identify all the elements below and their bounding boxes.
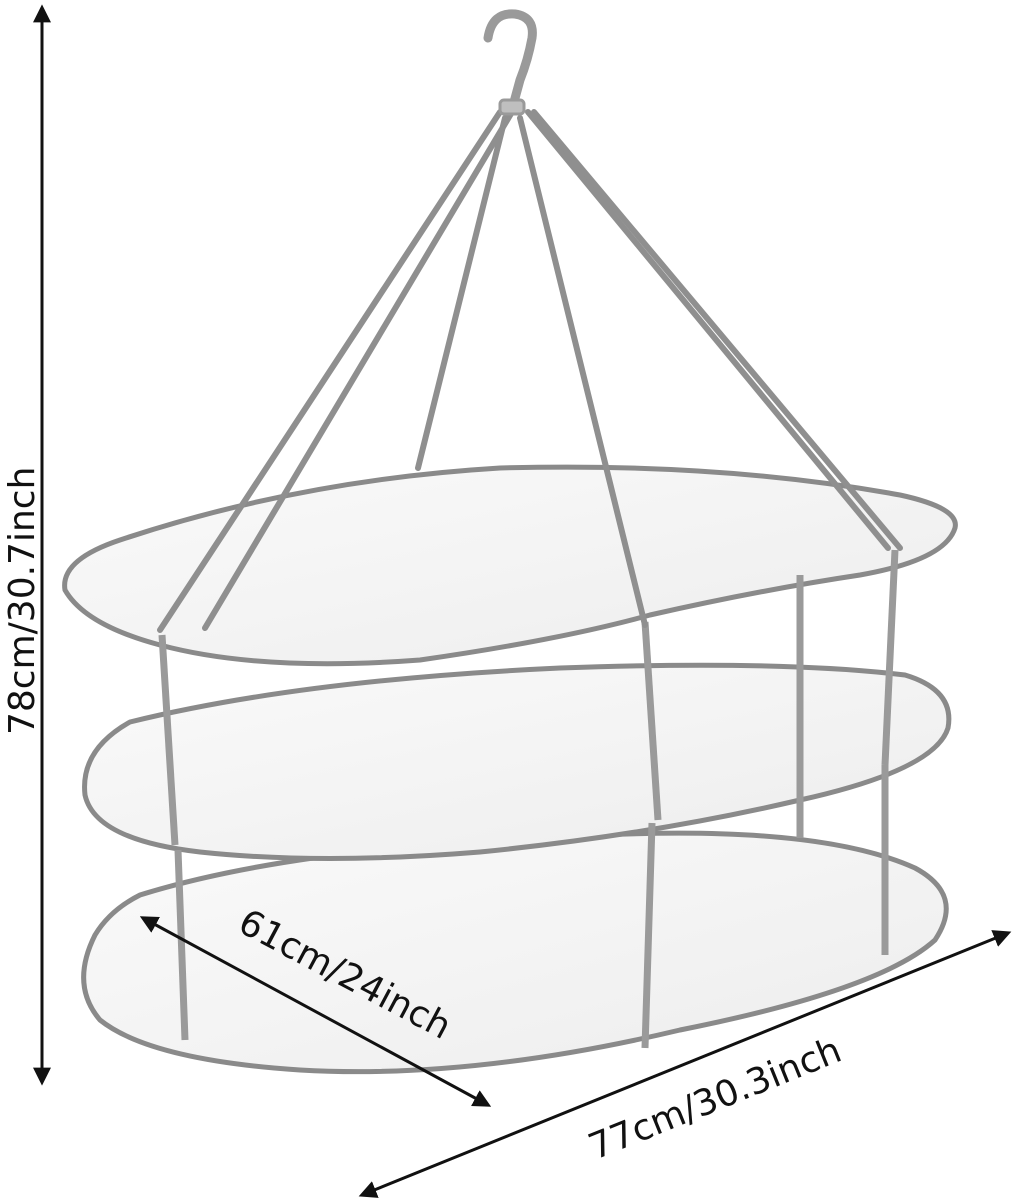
height-label: 78cm/30.7inch [2,467,43,735]
drying-rack [62,9,958,1075]
width-arrow [358,930,1012,1198]
hook-icon [483,9,537,116]
height-dimension: 78cm/30.7inch [2,4,51,1086]
hanging-strings [157,109,903,633]
tier-top-mesh [62,464,958,667]
upper-straps [158,549,899,846]
tier-top [62,464,958,667]
tier-middle-mesh [82,662,952,861]
tier-middle [82,662,952,861]
